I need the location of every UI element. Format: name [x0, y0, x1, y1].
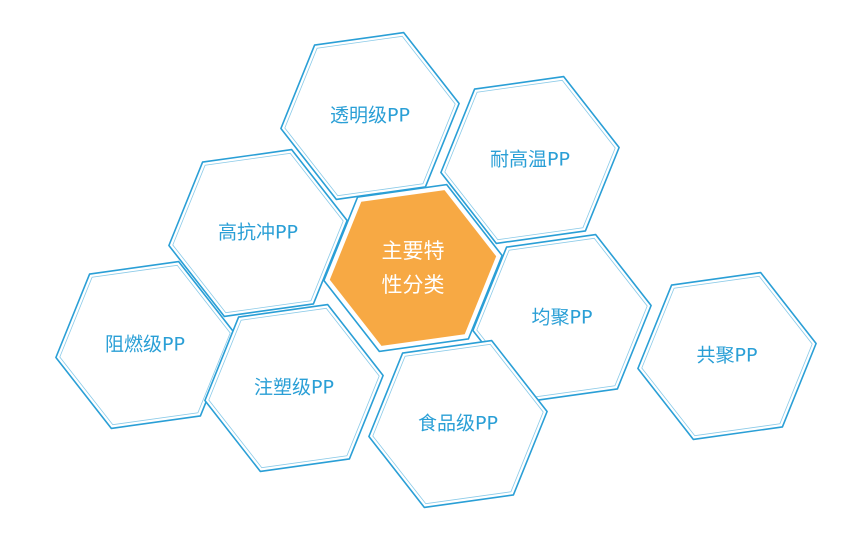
hex-label-homopolymer: 均聚PP — [532, 307, 593, 329]
hex-label-high-impact: 高抗冲PP — [218, 222, 298, 244]
hex-outer-outline — [368, 339, 548, 509]
hex-outer-outline — [472, 233, 652, 403]
hex-outer-outline — [440, 75, 620, 245]
hex-outer-outline — [168, 148, 348, 318]
hex-center-fill — [329, 190, 497, 346]
hex-inner-outline — [444, 79, 616, 241]
hex-label-food-grade: 食品级PP — [418, 413, 498, 435]
hex-high-temp: 耐高温PP — [440, 75, 620, 245]
hex-inner-outline — [208, 307, 380, 469]
hex-high-impact: 高抗冲PP — [168, 148, 348, 318]
center-label-line-1: 主要特 — [382, 239, 445, 263]
hex-inner-outline — [372, 343, 544, 505]
hex-outer-outline — [204, 303, 384, 473]
hex-transparent: 透明级PP — [280, 31, 460, 201]
hex-inner-outline — [476, 237, 648, 399]
hex-inner-outline — [641, 275, 813, 437]
hex-label-transparent: 透明级PP — [330, 105, 410, 127]
hex-inner-outline — [59, 264, 231, 426]
center-label-line-2: 性分类 — [382, 273, 445, 297]
hex-copolymer: 共聚PP — [637, 271, 817, 441]
hex-inner-outline — [284, 35, 456, 197]
hex-homopolymer: 均聚PP — [472, 233, 652, 403]
hex-outer-outline — [637, 271, 817, 441]
hex-inner-outline — [172, 152, 344, 314]
hex-food-grade: 食品级PP — [368, 339, 548, 509]
hex-label-flame-retardant: 阻燃级PP — [105, 334, 185, 356]
hex-label-high-temp: 耐高温PP — [490, 149, 570, 171]
hexagon-layer: 透明级PP 耐高温PP 高抗冲PP 均聚PP 阻燃级PP 注塑级PP 食品级PP 共聚PP 主要… — [55, 31, 817, 509]
hex-label-injection: 注塑级PP — [254, 377, 334, 399]
hex-injection: 注塑级PP — [204, 303, 384, 473]
hex-outer-outline — [55, 260, 235, 430]
hex-label-copolymer: 共聚PP — [697, 345, 758, 367]
hex-flame-retardant: 阻燃级PP — [55, 260, 235, 430]
